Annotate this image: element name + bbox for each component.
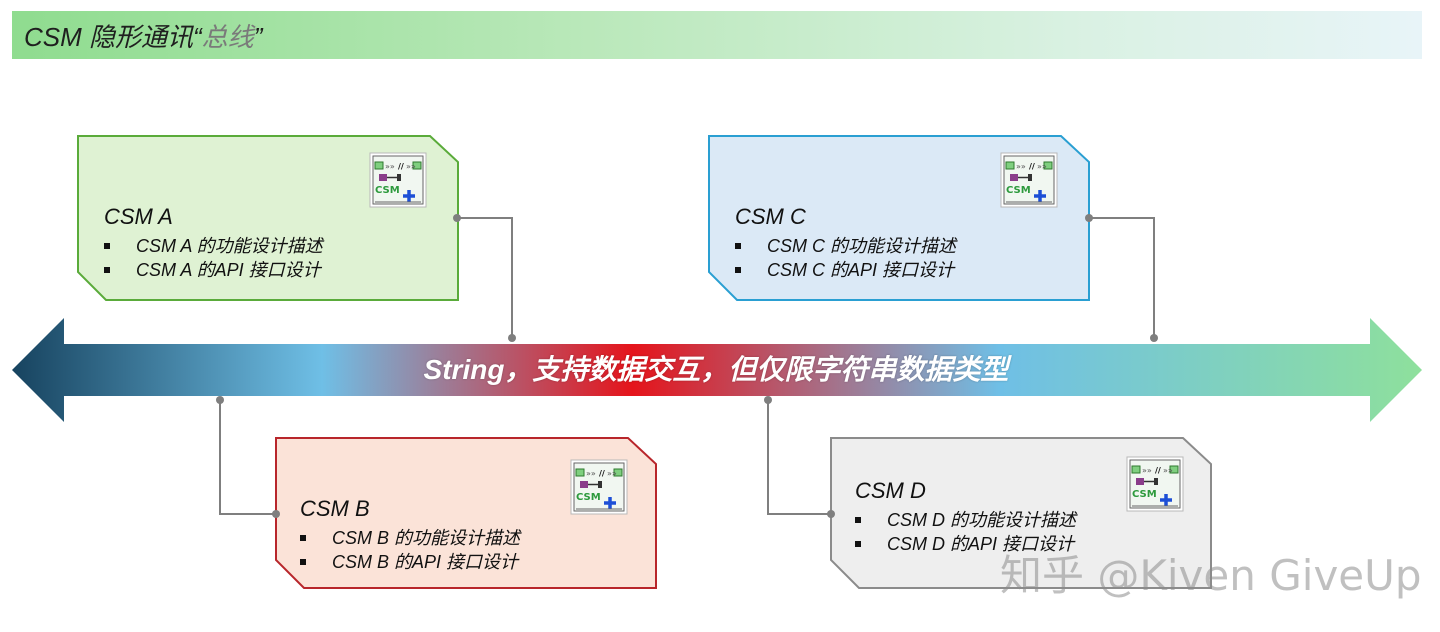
bullet-square-icon: [855, 517, 861, 523]
connector-b-dot-bus: [216, 396, 224, 404]
svg-text:»»: »»: [1163, 466, 1173, 475]
csm-icon-label: CSM: [1132, 489, 1157, 500]
svg-text:»»: »»: [385, 162, 395, 171]
connector-d-dot-bus: [764, 396, 772, 404]
card-a-bullet-1-text: CSM A 的功能设计描述: [136, 236, 323, 256]
svg-text://: //: [1155, 466, 1161, 475]
card-d-bullet-2: CSM D 的API 接口设计: [855, 534, 1076, 554]
card-c-title: CSM C: [735, 204, 806, 229]
bullet-square-icon: [104, 243, 110, 249]
csm-icon: »» // »» CSM: [369, 152, 427, 208]
card-d-bullet-2-text: CSM D 的API 接口设计: [887, 534, 1075, 554]
card-a-shape: [77, 135, 459, 301]
card-b-title: CSM B: [300, 496, 370, 521]
svg-text://: //: [1029, 162, 1035, 171]
bullet-square-icon: [855, 541, 861, 547]
card-a-bullet-1: CSM A 的功能设计描述: [104, 236, 323, 256]
csm-icon-label: CSM: [1006, 185, 1031, 196]
csm-icon: »» // »» CSM: [1126, 456, 1184, 512]
svg-text:»»: »»: [1142, 466, 1152, 475]
svg-text://: //: [599, 469, 605, 478]
card-a-bullet-2: CSM A 的API 接口设计: [104, 260, 323, 280]
card-c-bullet-1-text: CSM C 的功能设计描述: [767, 236, 956, 256]
csm-icon: »» // »» CSM: [570, 459, 628, 515]
svg-text:»»: »»: [607, 469, 617, 478]
bullet-square-icon: [300, 535, 306, 541]
bus-arrow: [12, 318, 1422, 422]
connector-d: [767, 398, 831, 515]
card-b-content: CSM B CSM B 的功能设计描述 CSM B 的API 接口设计: [300, 496, 520, 576]
card-d-title: CSM D: [855, 478, 926, 503]
card-b-bullet-1: CSM B 的功能设计描述: [300, 528, 520, 548]
csm-icon-label: CSM: [375, 185, 400, 196]
card-a-title: CSM A: [104, 204, 173, 229]
watermark: 知乎 @Kiven GiveUp: [1000, 551, 1422, 600]
svg-text:»»: »»: [1037, 162, 1047, 171]
card-d-bullet-1-text: CSM D 的功能设计描述: [887, 510, 1076, 530]
page-title: CSM 隐形通讯“总线”: [24, 17, 262, 54]
connector-b: [219, 398, 276, 515]
connector-b-dot-card: [272, 510, 280, 518]
svg-text://: //: [398, 162, 404, 171]
connector-a: [457, 217, 513, 338]
csm-icon: »» // »» CSM: [1000, 152, 1058, 208]
card-d-bullet-1: CSM D 的功能设计描述: [855, 510, 1076, 530]
title-main: CSM 隐形通讯“: [24, 21, 202, 52]
card-a-content: CSM A CSM A 的功能设计描述 CSM A 的API 接口设计: [104, 204, 323, 284]
bullet-square-icon: [735, 267, 741, 273]
card-b-shape: [275, 437, 657, 589]
card-d-content: CSM D CSM D 的功能设计描述 CSM D 的API 接口设计: [855, 478, 1076, 558]
card-c-bullet-1: CSM C 的功能设计描述: [735, 236, 956, 256]
card-b-bullet-1-text: CSM B 的功能设计描述: [332, 528, 521, 548]
bullet-square-icon: [104, 267, 110, 273]
bus-label: String，支持数据交互，但仅限字符串数据类型: [423, 354, 1009, 385]
title-bar: CSM 隐形通讯“总线”: [12, 11, 1422, 59]
bullet-square-icon: [735, 243, 741, 249]
connector-c-dot-card: [1085, 214, 1093, 222]
csm-icon-label: CSM: [576, 492, 601, 503]
svg-text:»»: »»: [406, 162, 416, 171]
connector-c: [1089, 217, 1155, 338]
card-d-shape: [830, 437, 1212, 589]
card-b-bullet-2: CSM B 的API 接口设计: [300, 552, 520, 572]
card-a-bullet-2-text: CSM A 的API 接口设计: [136, 260, 321, 280]
connector-c-dot-bus: [1150, 334, 1158, 342]
card-c-bullet-2: CSM C 的API 接口设计: [735, 260, 956, 280]
title-close-quote: ”: [253, 21, 263, 52]
card-c-content: CSM C CSM C 的功能设计描述 CSM C 的API 接口设计: [735, 204, 956, 284]
title-accent: 总线: [201, 21, 254, 52]
svg-text:»»: »»: [586, 469, 596, 478]
connector-d-dot-card: [827, 510, 835, 518]
card-c-bullet-2-text: CSM C 的API 接口设计: [767, 260, 955, 280]
card-c-shape: [708, 135, 1090, 301]
svg-text:»»: »»: [1016, 162, 1026, 171]
bullet-square-icon: [300, 559, 306, 565]
connector-a-dot-bus: [508, 334, 516, 342]
connector-a-dot-card: [453, 214, 461, 222]
card-b-bullet-2-text: CSM B 的API 接口设计: [332, 552, 519, 572]
